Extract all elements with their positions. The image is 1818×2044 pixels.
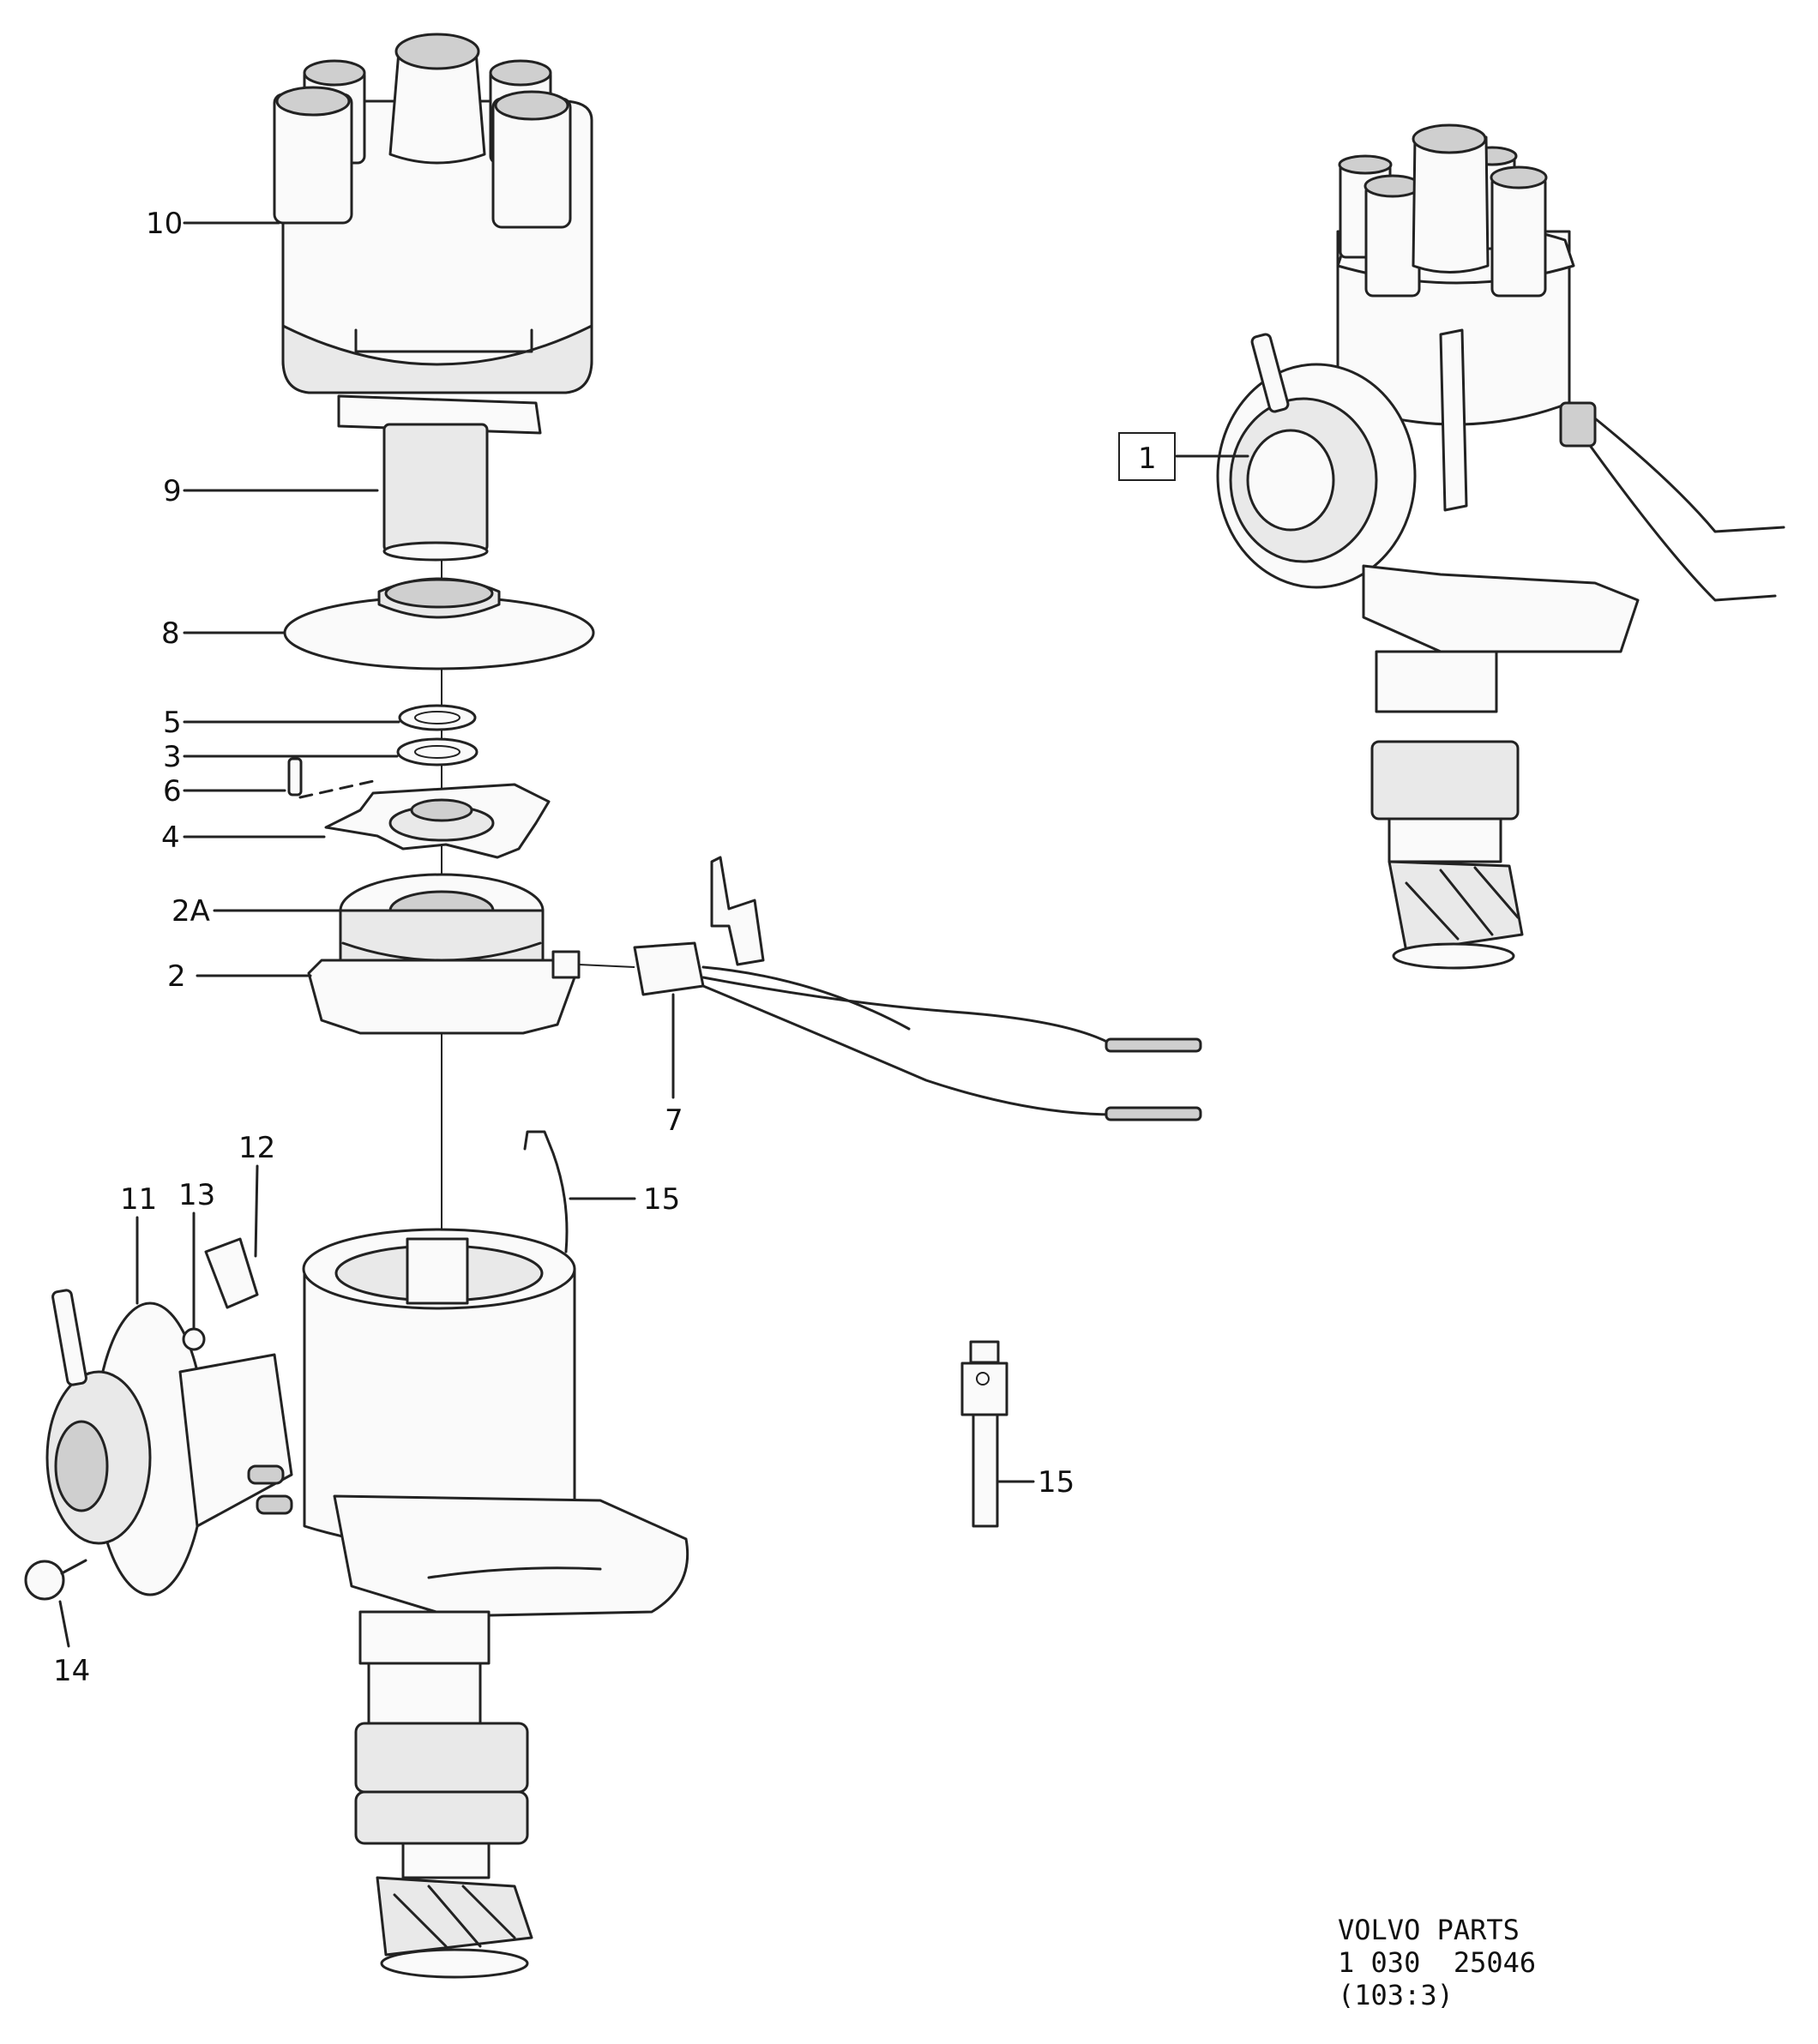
- pin-part: [287, 757, 303, 797]
- connector-wires-part: [578, 856, 1202, 1121]
- callout-1-box: [1118, 432, 1176, 481]
- complete-distributor-part: [1216, 123, 1785, 970]
- callout-15a: 15: [643, 1182, 680, 1217]
- callout-7: 7: [665, 1103, 683, 1138]
- catalog-reference-block: VOLVO PARTS 1 030 25046 (103:3): [1338, 1914, 1536, 2011]
- callout-13: 13: [178, 1178, 215, 1212]
- footer-line-3: (103:3): [1338, 1979, 1454, 2011]
- callout-2: 2: [167, 959, 186, 994]
- callout-11: 11: [120, 1182, 157, 1217]
- trigger-wheel-part: [324, 783, 551, 859]
- footer-line-1: VOLVO PARTS: [1338, 1914, 1520, 1946]
- callout-9: 9: [163, 474, 182, 508]
- distributor-housing-part: [302, 1228, 689, 1979]
- callout-6: 6: [163, 774, 182, 809]
- callout-5: 5: [163, 706, 182, 740]
- callout-2a: 2A: [172, 894, 210, 929]
- callout-1: 1: [1138, 442, 1157, 476]
- callout-15b: 15: [1038, 1465, 1075, 1500]
- callout-4: 4: [161, 821, 180, 855]
- callout-3: 3: [163, 740, 182, 774]
- footer-line-2: 1 030 25046: [1338, 1946, 1537, 1979]
- terminal-part-15: [960, 1340, 1008, 1528]
- callout-8: 8: [161, 616, 180, 651]
- clip-part-12: [204, 1237, 259, 1309]
- callout-10: 10: [146, 207, 183, 241]
- spring-clip-part: [523, 1130, 569, 1253]
- distributor-cap-part: [273, 33, 593, 394]
- callout-12: 12: [238, 1131, 275, 1165]
- stator-pickup-part: [307, 873, 581, 1035]
- leader-14: [58, 1600, 70, 1648]
- screw-part-14: [24, 1560, 65, 1601]
- leader-12: [254, 1164, 259, 1258]
- dust-shield-part: [283, 577, 595, 670]
- lock-ring-part: [398, 704, 477, 731]
- screw-part-13: [182, 1327, 206, 1351]
- callout-14: 14: [53, 1654, 90, 1688]
- vacuum-unit-part: [45, 1289, 293, 1596]
- rotor-part: [337, 394, 542, 562]
- washer-part: [396, 737, 479, 766]
